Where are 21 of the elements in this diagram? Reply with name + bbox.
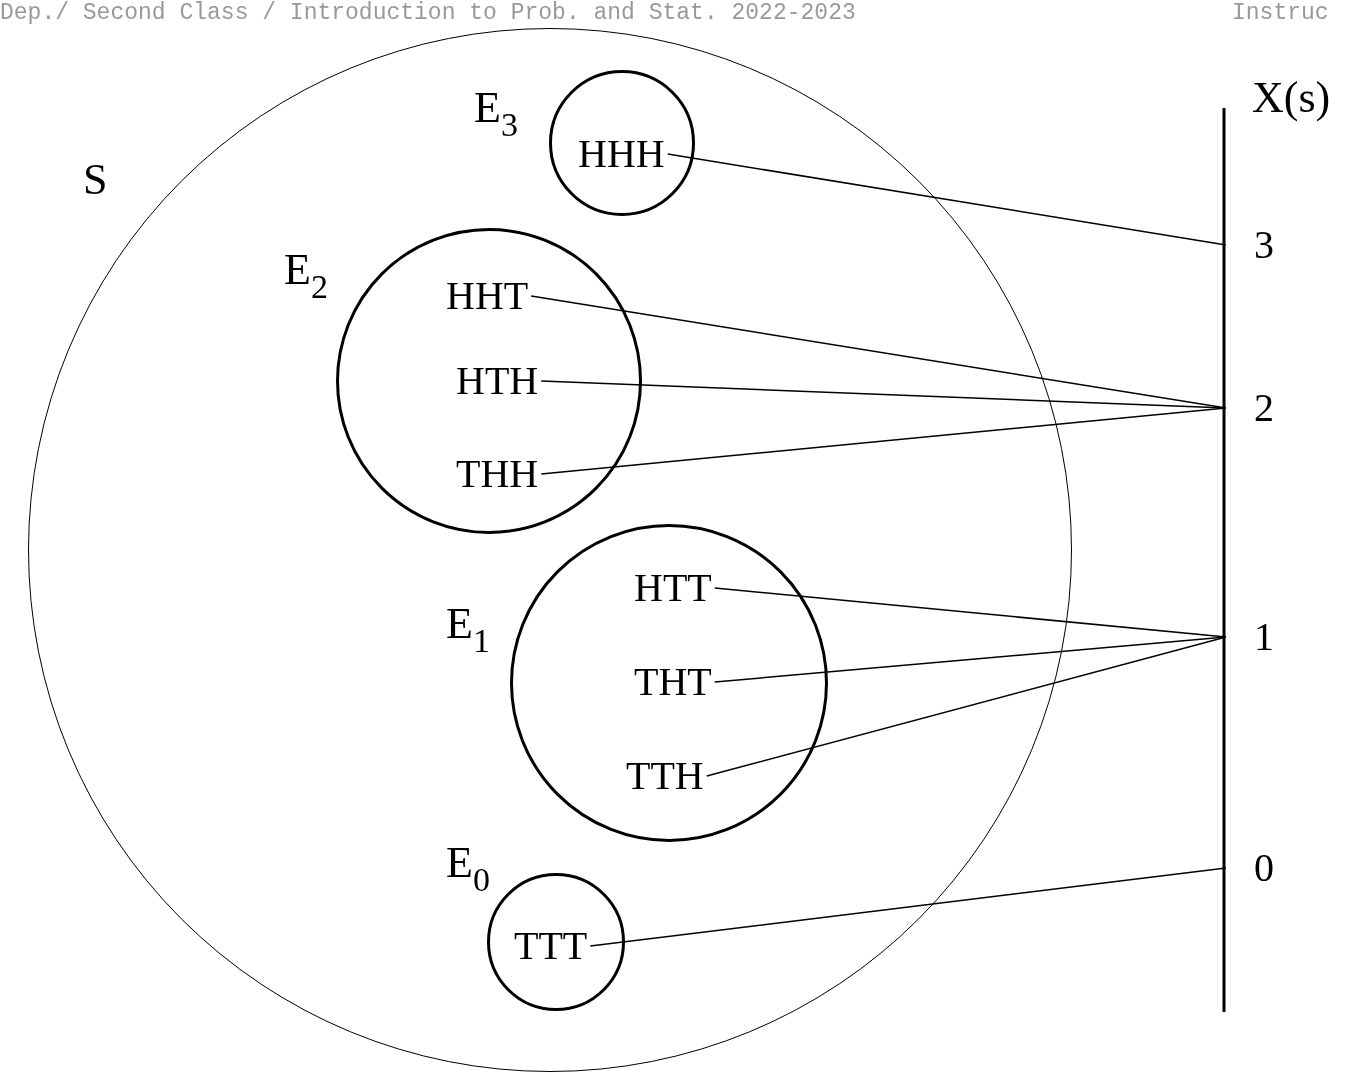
outcome-label: THH bbox=[456, 452, 539, 496]
header-text: Instruc bbox=[1232, 0, 1329, 26]
outcome-label: THT bbox=[634, 660, 712, 704]
mapping-line bbox=[714, 636, 1227, 683]
value-label: 3 bbox=[1226, 223, 1274, 267]
mapping-line bbox=[540, 407, 1227, 475]
outcome-label: HHT bbox=[446, 274, 529, 318]
value-label: 0 bbox=[1226, 846, 1274, 890]
axis-label: X(s) bbox=[1252, 72, 1331, 123]
mapping-line bbox=[589, 867, 1227, 947]
mapping-line bbox=[706, 636, 1227, 777]
value-label: 2 bbox=[1226, 386, 1274, 430]
set-label: S bbox=[83, 156, 108, 204]
outcome-label: HTT bbox=[634, 566, 712, 610]
outcome-label: HTH bbox=[456, 359, 539, 403]
header-text: Dep./ Second Class / Introduction to Prob. and Stat. 2022-2023 bbox=[0, 0, 856, 26]
outcome-label: TTT bbox=[514, 924, 588, 968]
outcome-label: TTH bbox=[626, 754, 704, 798]
value-label: 1 bbox=[1226, 615, 1274, 659]
outcome-label: HHH bbox=[578, 132, 665, 176]
mapping-line bbox=[666, 153, 1227, 246]
